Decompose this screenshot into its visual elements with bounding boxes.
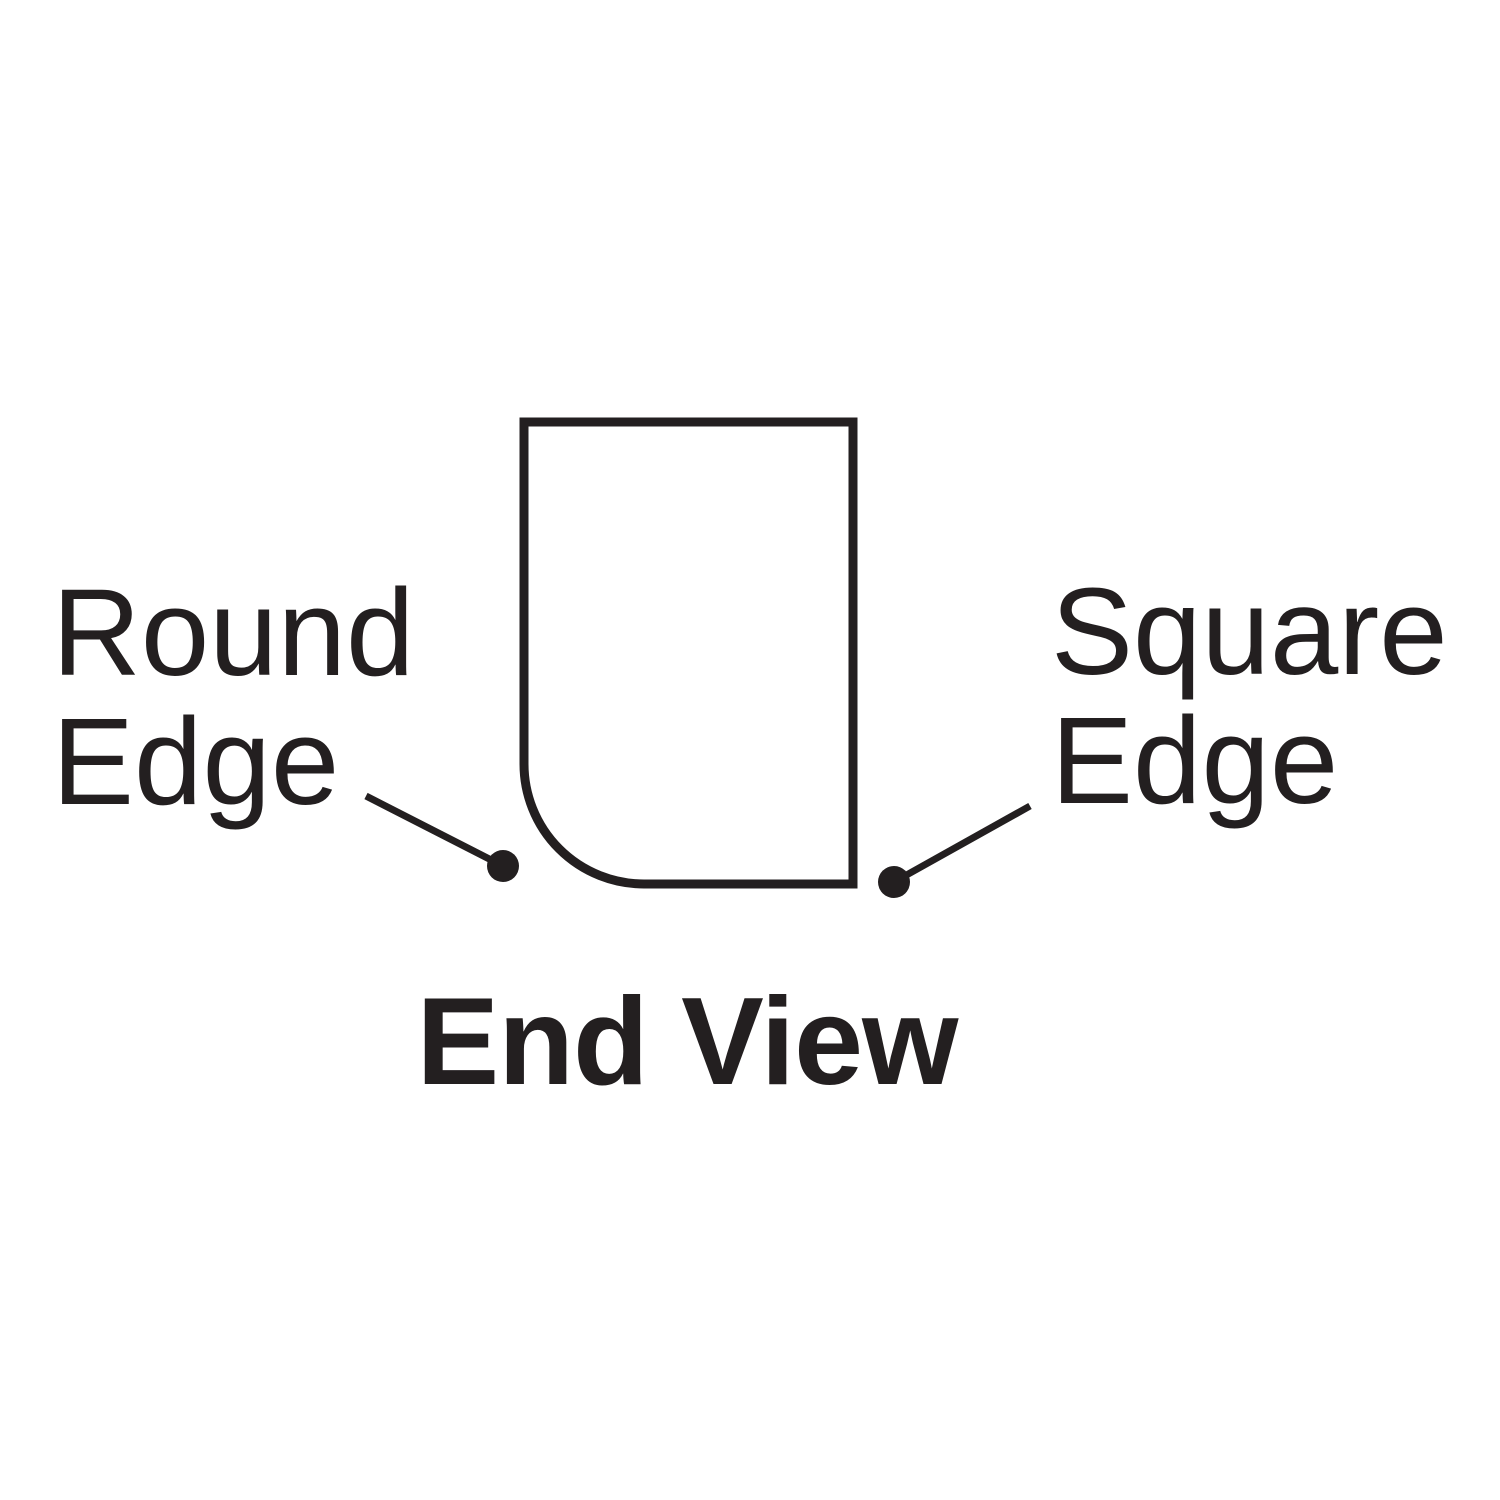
end-view-caption: End View <box>416 973 959 1111</box>
square-edge-leader-line <box>892 802 1032 886</box>
square-edge-label: Square Edge <box>1051 568 1448 826</box>
round-edge-label-line2: Edge <box>52 694 340 831</box>
round-edge-label: Round Edge <box>52 569 414 827</box>
square-edge-label-line1: Square <box>1051 564 1448 701</box>
square-edge-label-line2: Edge <box>1051 693 1339 830</box>
square-edge-dot <box>878 866 910 898</box>
round-edge-dot <box>487 850 519 882</box>
round-edge-leader-line <box>364 792 505 870</box>
profile-outline-shape <box>519 417 858 889</box>
round-edge-label-line1: Round <box>52 565 415 702</box>
